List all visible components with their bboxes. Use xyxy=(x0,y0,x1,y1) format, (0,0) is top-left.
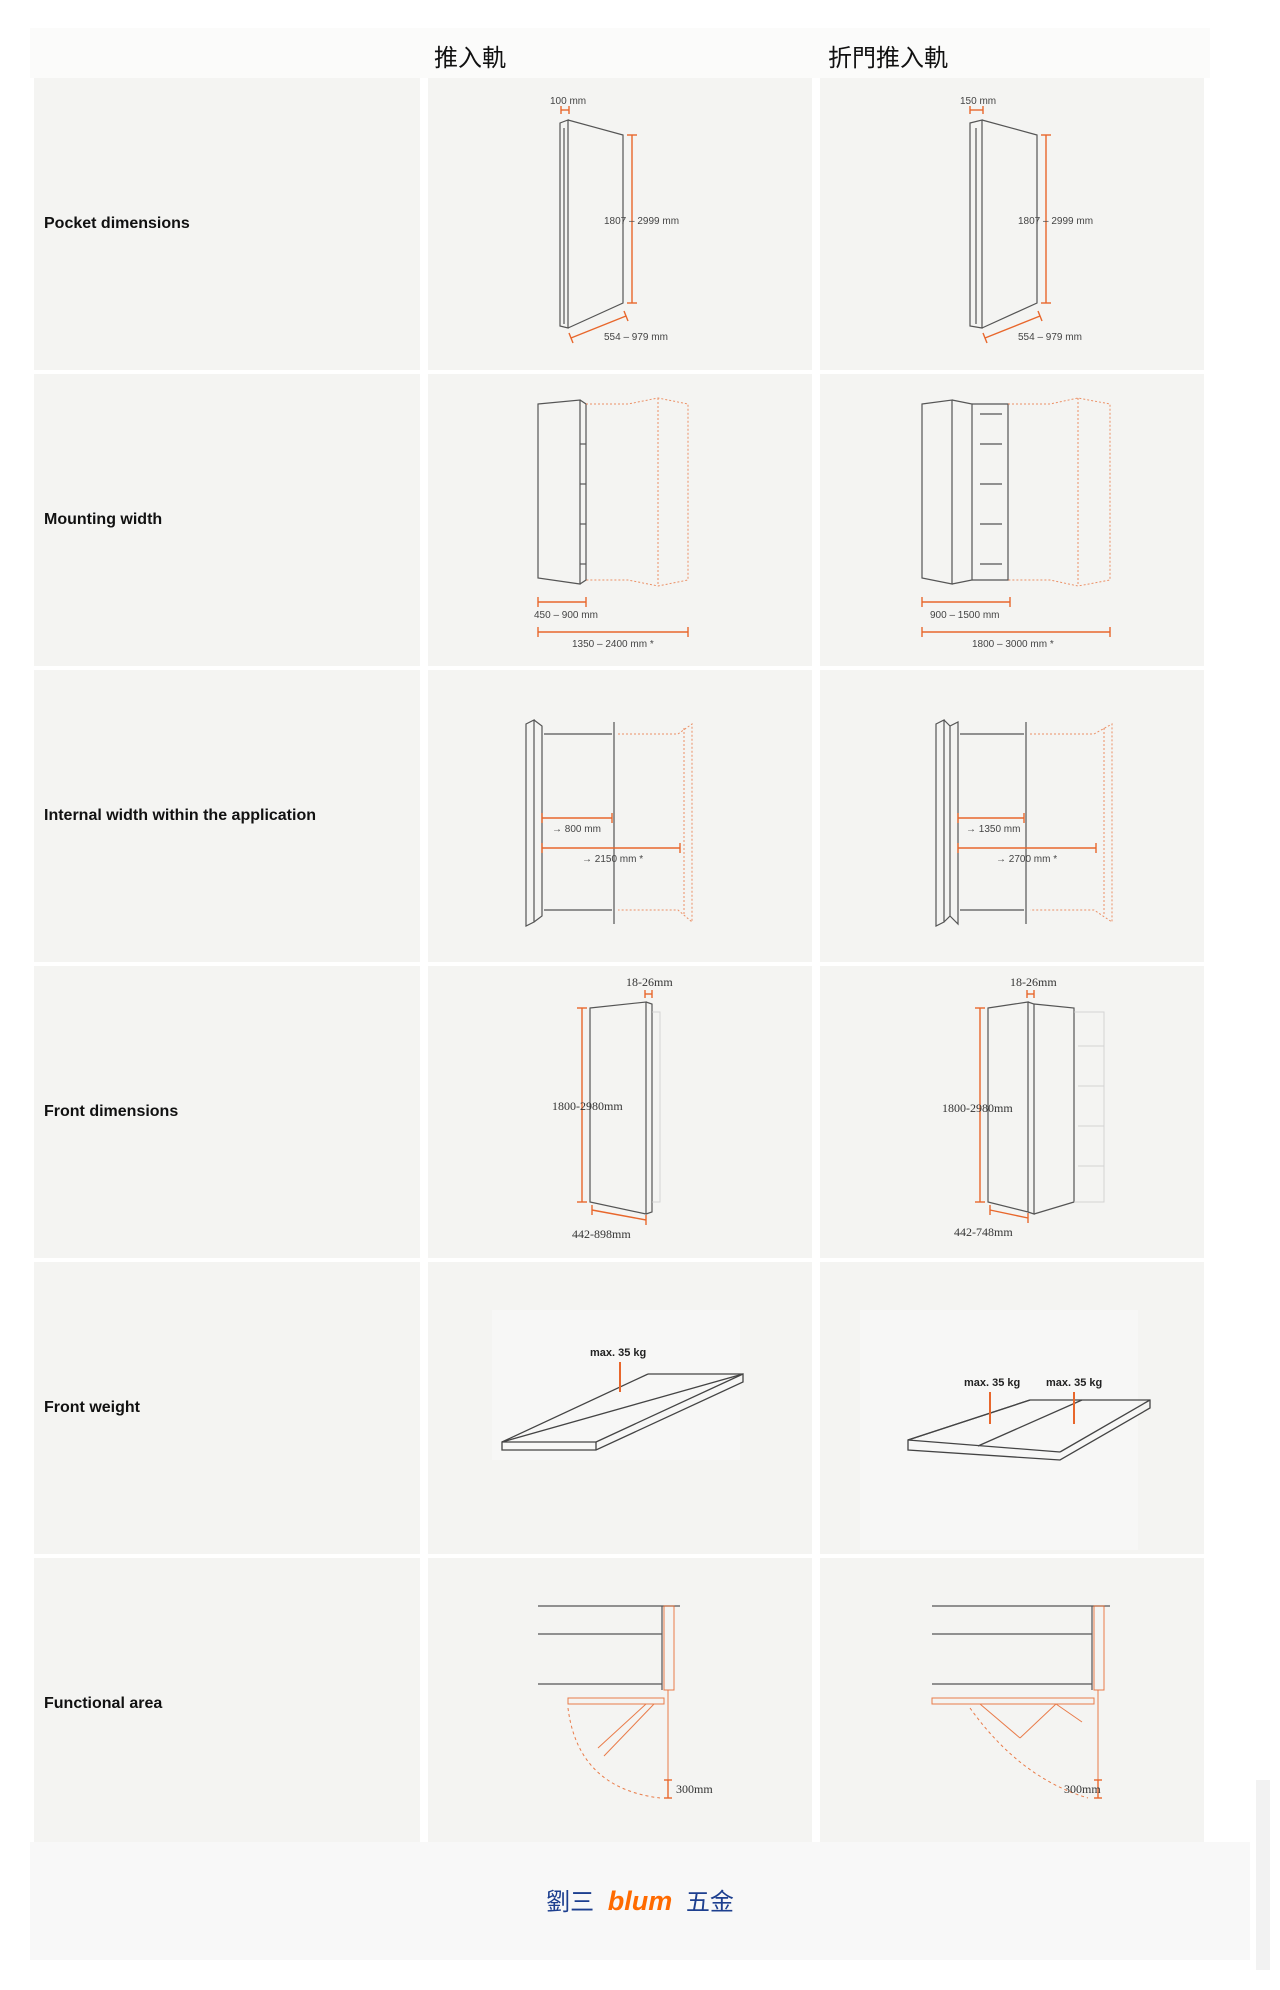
brand-logo: blum xyxy=(607,1886,673,1916)
weight-label-a: max. 35 kg xyxy=(964,1377,1020,1389)
front-height-label: 1800-2980mm xyxy=(552,1099,623,1113)
pocket-width-label: 554 – 979 mm xyxy=(1018,332,1082,343)
label-cell: Front dimensions xyxy=(34,966,420,1258)
row-label: Front weight xyxy=(44,1399,140,1416)
label-cell: Internal width within the application xyxy=(34,670,420,962)
label-cell: Mounting width xyxy=(34,374,420,666)
label-cell: Front weight xyxy=(34,1262,420,1554)
scroll-strip xyxy=(1256,1780,1270,1970)
internal-diagram-cell: → 1350 mm → 2700 mm * xyxy=(820,670,1204,962)
internal-diagram-cell: → 800 mm → 2150 mm * xyxy=(428,670,812,962)
weight-diagram-cell: max. 35 kg max. 35 kg xyxy=(820,1262,1204,1554)
internal-width-label: → 1350 mm xyxy=(966,824,1020,835)
footer-logo-right: 五金 xyxy=(685,1888,734,1916)
front-height-label: 1800-2980mm xyxy=(942,1101,1013,1115)
row-front-dimensions: Front dimensions 18-26mm 1800-2980mm 44 xyxy=(30,966,1210,1258)
front-width-label: 442-748mm xyxy=(954,1225,1013,1239)
weight-diagram: max. 35 kg xyxy=(492,1310,744,1460)
internal-diagram: → 1350 mm → 2700 mm * xyxy=(935,719,1113,927)
functional-diagram: 300mm xyxy=(538,1605,713,1799)
mounting-diagram: 450 – 900 mm 1350 – 2400 mm * xyxy=(534,397,689,650)
label-cell: Functional area xyxy=(34,1558,420,1850)
mounting-width-label: 450 – 900 mm xyxy=(534,610,598,621)
front-thickness-label: 18-26mm xyxy=(626,975,673,989)
weight-label: max. 35 kg xyxy=(590,1347,646,1359)
functional-diagram-cell: 300mm xyxy=(820,1558,1204,1850)
front-diagram: 18-26mm 1800-2980mm 442-748mm xyxy=(942,975,1105,1239)
internal-total-label: → 2700 mm * xyxy=(996,854,1057,865)
functional-diagram: 300mm xyxy=(931,1605,1110,1799)
row-pocket-dimensions: Pocket dimensions 100 mm 1807 – 2999 mm … xyxy=(30,78,1210,370)
mounting-width-label: 900 – 1500 mm xyxy=(930,610,1000,621)
pocket-width-label: 554 – 979 mm xyxy=(604,332,668,343)
row-functional-area: Functional area xyxy=(30,1558,1210,1850)
label-cell: Pocket dimensions xyxy=(34,78,420,370)
pocket-depth-label: 150 mm xyxy=(960,96,996,107)
mounting-total-label: 1350 – 2400 mm * xyxy=(572,639,654,650)
pocket-diagram: 150 mm 1807 – 2999 mm 554 – 979 mm xyxy=(960,96,1093,344)
footer: 劉三 blum 五金 xyxy=(30,1842,1250,1960)
mounting-diagram-cell: 900 – 1500 mm 1800 – 3000 mm * xyxy=(820,374,1204,666)
spec-table: 推入軌 折門推入軌 Pocket dimensions 100 mm 1807 xyxy=(30,28,1210,1850)
footer-logo-left: 劉三 xyxy=(546,1888,595,1916)
weight-diagram: max. 35 kg max. 35 kg xyxy=(860,1310,1151,1550)
header-row: 推入軌 折門推入軌 xyxy=(30,28,1210,78)
pocket-diagram-cell: 100 mm 1807 – 2999 mm 554 – 979 mm xyxy=(428,78,812,370)
pocket-height-label: 1807 – 2999 mm xyxy=(1018,216,1093,227)
internal-width-label: → 800 mm xyxy=(552,824,601,835)
row-label: Pocket dimensions xyxy=(44,215,190,232)
mounting-total-label: 1800 – 3000 mm * xyxy=(972,639,1054,650)
front-diagram-cell: 18-26mm 1800-2980mm 442-898mm xyxy=(428,966,812,1258)
front-diagram: 18-26mm 1800-2980mm 442-898mm xyxy=(552,975,673,1241)
functional-clearance-label: 300mm xyxy=(1064,1782,1101,1796)
row-front-weight: Front weight max. 35 kg xyxy=(30,1262,1210,1554)
pocket-height-label: 1807 – 2999 mm xyxy=(604,216,679,227)
row-internal-width: Internal width within the application xyxy=(30,670,1210,962)
front-diagram-cell: 18-26mm 1800-2980mm 442-748mm xyxy=(820,966,1204,1258)
pocket-depth-label: 100 mm xyxy=(550,96,586,107)
row-label: Functional area xyxy=(44,1695,163,1712)
mounting-diagram-cell: 450 – 900 mm 1350 – 2400 mm * xyxy=(428,374,812,666)
front-thickness-label: 18-26mm xyxy=(1010,975,1057,989)
row-label: Front dimensions xyxy=(44,1103,179,1120)
row-label: Internal width within the application xyxy=(44,807,316,824)
internal-diagram: → 800 mm → 2150 mm * xyxy=(525,719,693,927)
weight-label-b: max. 35 kg xyxy=(1046,1377,1102,1389)
row-label: Mounting width xyxy=(44,511,163,528)
front-width-label: 442-898mm xyxy=(572,1227,631,1241)
row-mounting-width: Mounting width 450 – 900 mm xyxy=(30,374,1210,666)
column-header-folding-door-runner: 折門推入軌 xyxy=(828,44,948,72)
pocket-diagram-cell: 150 mm 1807 – 2999 mm 554 – 979 mm xyxy=(820,78,1204,370)
mounting-diagram: 900 – 1500 mm 1800 – 3000 mm * xyxy=(921,397,1111,650)
pocket-diagram: 100 mm 1807 – 2999 mm 554 – 979 mm xyxy=(550,96,679,344)
functional-clearance-label: 300mm xyxy=(676,1782,713,1796)
weight-diagram-cell: max. 35 kg xyxy=(428,1262,812,1554)
functional-diagram-cell: 300mm xyxy=(428,1558,812,1850)
footer-logo: 劉三 blum 五金 xyxy=(30,1882,1250,1917)
column-header-pocket-runner: 推入軌 xyxy=(434,44,506,72)
internal-total-label: → 2150 mm * xyxy=(582,854,643,865)
